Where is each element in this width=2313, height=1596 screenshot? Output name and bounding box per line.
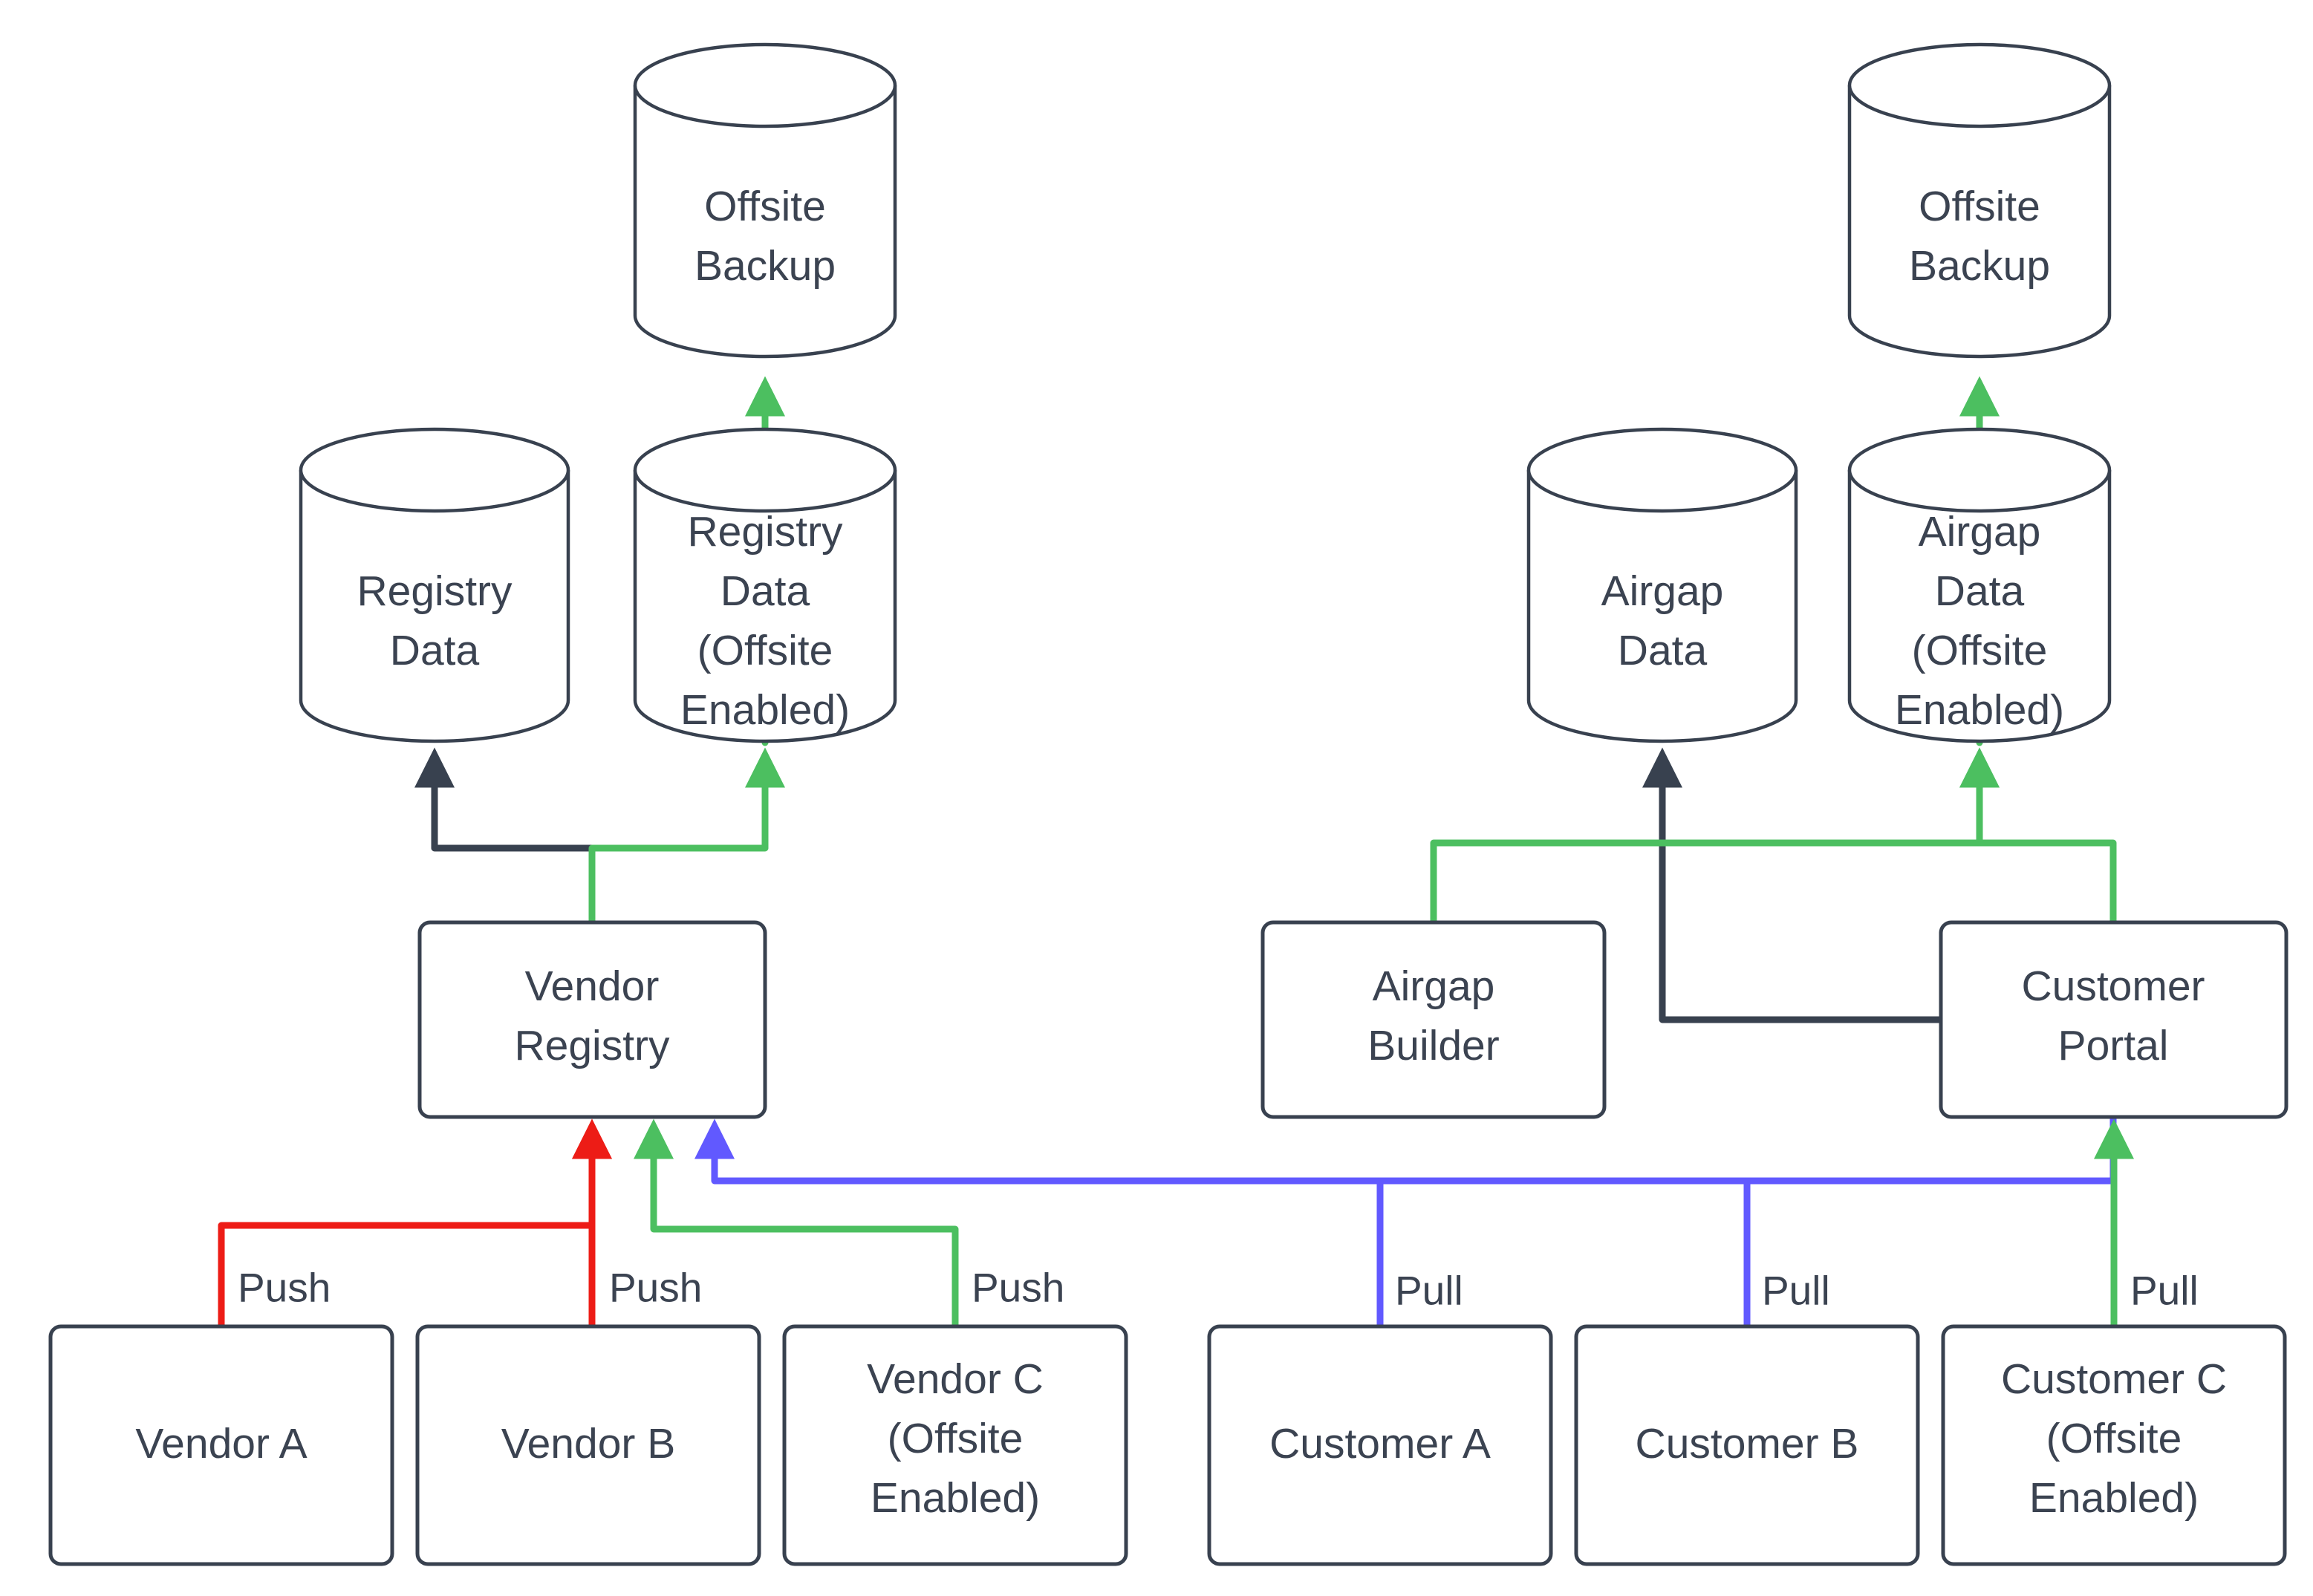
node-label-line: (Offsite [1912,627,2048,674]
node-airgap-data-offsite[interactable]: Airgap Data (Offsite Enabled) [1847,427,2112,743]
node-label-line: Customer C [2001,1355,2227,1403]
node-label-line: Offsite [1919,183,2040,230]
node-vendor-c[interactable]: Vendor C (Offsite Enabled) [782,1324,1128,1566]
node-box [1941,1324,2287,1566]
node-label-line: (Offsite [2046,1415,2182,1462]
node-airgap-data[interactable]: Airgap Data [1526,427,1798,743]
edge-airgap-builder-to-airgap-data-offsite [1430,747,2000,926]
node-box [782,1324,1128,1566]
node-box [415,1324,761,1566]
node-registry-data[interactable]: Registry Data [299,427,570,743]
node-box [1260,920,1607,1119]
node-label-line: Customer [2021,963,2205,1010]
node-label-line: Portal [2058,1022,2169,1069]
cylinder-top [1847,427,2112,513]
node-registry-data-offsite[interactable]: Registry Data (Offsite Enabled) [633,427,897,743]
node-label-line: Backup [694,242,836,290]
node-airgap-builder[interactable]: Airgap Builder [1260,920,1607,1119]
node-label-line: Vendor B [501,1420,676,1468]
edge-label-push-vendor-a: Push [238,1265,331,1311]
node-label-line: Enabled) [871,1474,1040,1522]
node-label-line: Backup [1909,242,2050,290]
node-label-line: Data [720,567,810,615]
node-label-line: Vendor A [135,1420,307,1468]
node-label-line: Enabled) [1895,686,2064,734]
node-vendor-registry[interactable]: Vendor Registry [417,920,767,1119]
node-offsite-backup-right[interactable]: Offsite Backup [1847,42,2112,359]
edge-label-layer: Push Push Push Pull Pull Pull [238,1265,2199,1314]
node-label-line: (Offsite [697,627,833,674]
node-vendor-a[interactable]: Vendor A [48,1324,394,1566]
edge-customer-portal-to-airgap-data [1642,747,1945,1023]
edge-label-pull-customer-b: Pull [1762,1268,1830,1314]
node-label-line: Enabled) [680,686,850,734]
edge-customer-portal-to-vendor-registry [694,1113,2117,1185]
cylinder-top [1847,42,2112,128]
node-label-line: Data [1935,567,2025,615]
node-label-line: Registry [687,508,843,556]
edge-vendor-c-to-vendor-registry [634,1118,959,1330]
edge-vendor-registry-to-registry-data-offsite [588,747,785,926]
node-label-line: Registry [357,567,513,615]
cylinder-body [299,470,570,743]
node-label-line: Builder [1367,1022,1499,1069]
node-label-line: Data [390,627,480,674]
cylinder-top [299,427,570,513]
node-customer-a[interactable]: Customer A [1207,1324,1553,1566]
node-label-line: Customer A [1269,1420,1491,1468]
node-label-line: Airgap [1373,963,1495,1010]
edge-layer [218,376,2134,1330]
node-customer-portal[interactable]: Customer Portal [1939,920,2288,1119]
node-label-line: Customer B [1636,1420,1859,1468]
node-label-line: Data [1618,627,1708,674]
cylinder-body [633,85,897,359]
node-customer-b[interactable]: Customer B [1574,1324,1920,1566]
node-box [1939,920,2288,1119]
edge-vendor-registry-to-registry-data [414,747,596,926]
cylinder-body [1526,470,1798,743]
edge-label-pull-customer-a: Pull [1395,1268,1463,1314]
node-offsite-backup-left[interactable]: Offsite Backup [633,42,897,359]
node-label-line: (Offsite [888,1415,1024,1462]
node-box [1574,1324,1920,1566]
node-vendor-b[interactable]: Vendor B [415,1324,761,1566]
cylinder-body [633,470,897,743]
node-label-line: Offsite [704,183,826,230]
cylinder-top [1526,427,1798,513]
cylinder-top [633,427,897,513]
edge-label-push-vendor-b: Push [609,1265,702,1311]
node-customer-c[interactable]: Customer C (Offsite Enabled) [1941,1324,2287,1566]
node-box [417,920,767,1119]
node-label-line: Vendor C [867,1355,1044,1403]
node-label-line: Enabled) [2029,1474,2199,1522]
edge-customer-portal-to-airgap-data-offsite [1959,747,2117,926]
cylinder-top [633,42,897,128]
node-box [1207,1324,1553,1566]
node-label-line: Airgap [1601,567,1724,615]
edge-label-pull-customer-c: Pull [2130,1268,2199,1314]
cylinder-body [1847,470,2112,743]
cylinder-body [1847,85,2112,359]
edge-label-push-vendor-c: Push [972,1265,1064,1311]
node-label-line: Airgap [1919,508,2041,556]
node-box [48,1324,394,1566]
node-label-line: Vendor [525,963,660,1010]
node-label-line: Registry [514,1022,670,1069]
